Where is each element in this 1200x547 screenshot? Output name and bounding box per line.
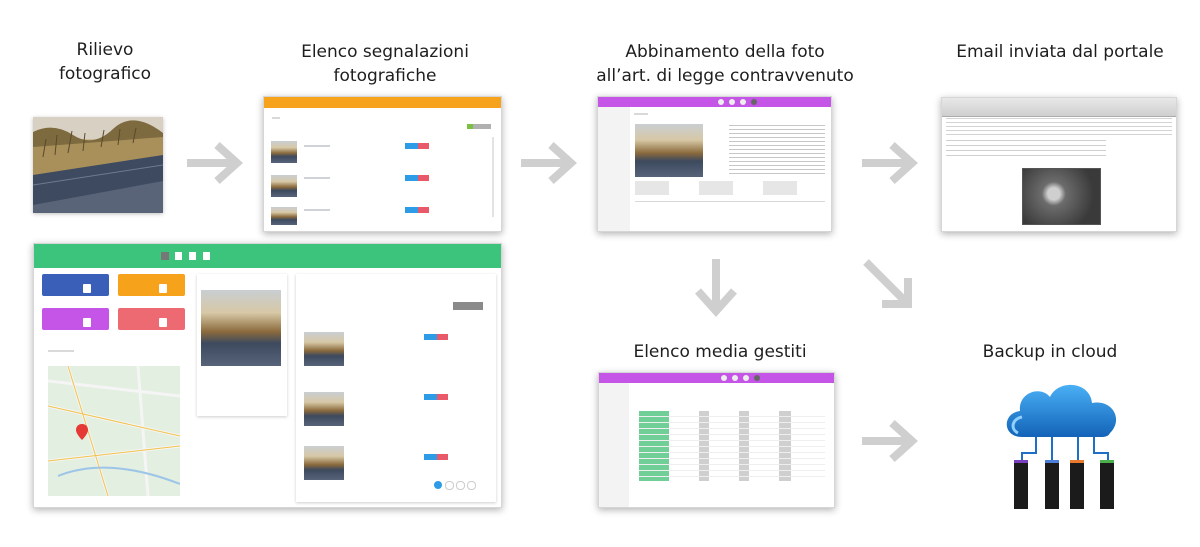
screenshot-email [941,97,1177,232]
matched-photo [635,124,703,177]
arrow-down-icon [695,259,737,317]
server-icon [1100,460,1114,509]
action-buttons[interactable] [405,207,429,213]
cloud-icon [1006,384,1117,461]
panel-toolbar-buttons[interactable] [453,302,483,310]
scrollbar[interactable] [492,137,494,217]
email-body-text [946,140,1106,160]
tile-orange[interactable] [118,274,185,296]
selected-photo [201,290,281,366]
screenshot-elenco-segnalazioni [263,96,502,232]
email-toolbar [942,98,1176,117]
tile-red[interactable] [118,308,185,330]
thumbnail [271,175,297,197]
title-line: Rilievo [76,40,134,60]
green-header-bar [34,244,501,268]
sidebar [599,383,629,507]
action-buttons[interactable] [405,175,429,181]
filter-chip [467,124,473,129]
thumbnail [304,332,344,366]
tile-blue[interactable] [42,274,109,296]
action-buttons[interactable] [424,394,462,400]
arrow-diagonal-icon [863,259,912,308]
screenshot-dashboard [33,243,502,508]
arrow-right-icon [862,420,918,462]
action-buttons[interactable] [424,454,462,460]
screenshot-elenco-media [598,372,835,508]
cloud-backup-illustration [1000,375,1130,510]
purple-header-bar [599,373,834,383]
purple-header-bar [598,97,831,107]
email-attachment-photo [1022,168,1101,225]
map-pin-icon [76,424,88,440]
title-line: all’art. di legge contravvenuto [596,66,854,86]
action-buttons[interactable] [405,143,429,149]
header-icon-buttons [718,99,758,105]
server-icon [1045,460,1059,509]
server-icon [1070,460,1084,509]
map-panel[interactable] [48,366,180,496]
email-header-fields [946,118,1172,136]
screenshot-abbinamento [597,96,832,232]
header-icon-buttons [721,375,761,381]
law-article-text [729,125,825,175]
title-line: Elenco segnalazioni [301,42,469,62]
thumbnail [271,207,297,225]
action-buttons[interactable] [424,334,462,340]
filter-button[interactable] [469,124,491,129]
road-photo [33,117,163,213]
media-table [639,411,825,481]
title-elenco-media: Elenco media gestiti [633,342,807,362]
title-elenco-segnalazioni: Elenco segnalazioni fotografiche [280,40,490,88]
map-image [48,366,180,496]
thumbnail [304,392,344,426]
arrow-right-icon [187,142,243,184]
details-grid [635,181,825,195]
title-line: fotografiche [333,66,437,86]
thumbnail [304,446,344,480]
header-icon-buttons [161,252,211,260]
records-panel [296,274,496,502]
title-rilievo-fotografico: Rilievo fotografico [40,38,170,86]
photo-card [197,274,287,416]
arrow-right-icon [862,142,918,184]
title-abbinamento: Abbinamento della foto all’art. di legge… [575,40,875,88]
pagination[interactable] [434,481,484,490]
sidebar [598,107,630,231]
title-backup-cloud: Backup in cloud [982,342,1118,362]
title-line: fotografico [58,64,152,84]
arrow-right-icon [521,142,577,184]
orange-header-bar [264,97,501,108]
tile-purple[interactable] [42,308,109,330]
server-icon [1014,460,1028,509]
road-photo-image [33,117,163,213]
title-email-inviata: Email inviata dal portale [956,42,1164,62]
thumbnail [271,141,297,163]
title-line: Abbinamento della foto [625,42,825,62]
